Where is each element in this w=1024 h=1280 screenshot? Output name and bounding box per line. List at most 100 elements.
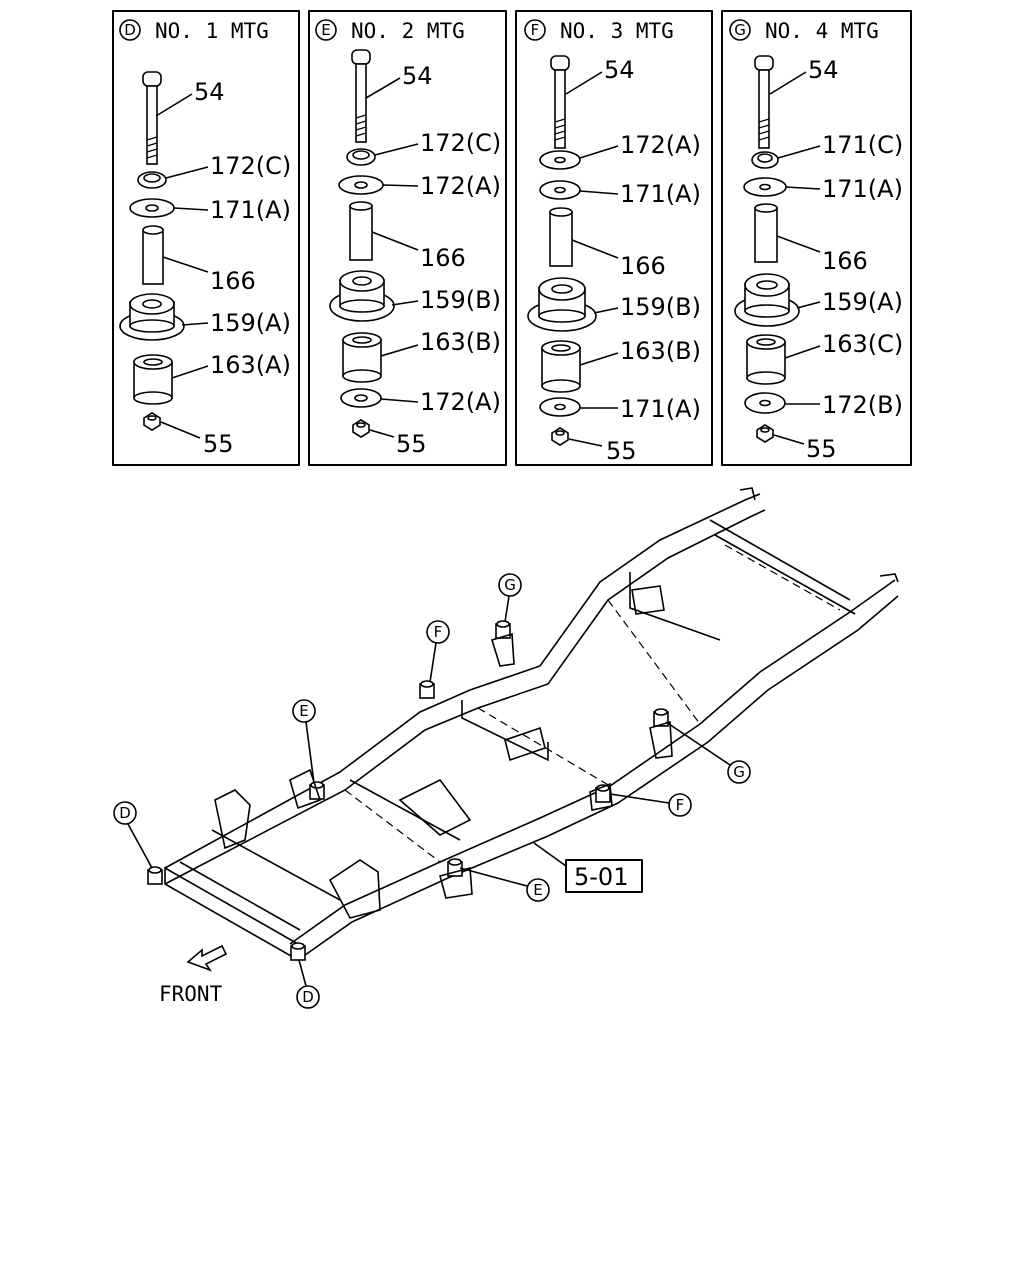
- part-label: 55: [396, 430, 427, 458]
- washer-part: [743, 177, 787, 197]
- callout-letter: D: [302, 988, 314, 1006]
- part-label: 172(A): [420, 172, 501, 200]
- part-label: 159(A): [210, 309, 291, 337]
- part-label: 172(A): [620, 131, 701, 159]
- callout-letter: F: [434, 623, 443, 641]
- part-label: 172(C): [210, 152, 291, 180]
- washer-part: [539, 150, 581, 170]
- cushion-part: [541, 340, 581, 393]
- washer-part: [751, 151, 779, 169]
- cushion-part: [734, 273, 800, 327]
- nut-part: [551, 427, 569, 446]
- sleeve-part: [349, 201, 373, 261]
- washer-part: [744, 392, 786, 414]
- front-label: FRONT: [159, 982, 223, 1006]
- part-label: 172(A): [420, 388, 501, 416]
- cushion-part: [119, 293, 185, 341]
- callout-circle-g: [727, 760, 751, 784]
- panel-no1-mtg: D NO. 1 MTG 54 172(C) 171(A) 166: [112, 10, 300, 466]
- reference-label: 5-01: [574, 863, 628, 891]
- panel-title: NO. 2 MTG: [351, 19, 465, 43]
- callout-circle-f: [668, 793, 692, 817]
- washer-part: [340, 388, 382, 408]
- sleeve-part: [754, 203, 778, 263]
- part-label: 54: [604, 56, 635, 84]
- callout-letter: G: [733, 763, 745, 781]
- washer-part: [338, 175, 384, 195]
- part-label: 171(A): [210, 196, 291, 224]
- panel-no4-mtg: G NO. 4 MTG 54 171(C) 171(A) 166: [721, 10, 912, 466]
- part-label: 163(B): [420, 328, 501, 356]
- part-label: 55: [806, 435, 837, 463]
- front-arrow-icon: [186, 944, 228, 972]
- part-label: 166: [210, 267, 256, 295]
- part-label: 163(B): [620, 337, 701, 365]
- cushion-part: [133, 354, 173, 405]
- callout-circle-e: [292, 699, 316, 723]
- sleeve-part: [142, 225, 164, 285]
- callout-circle-e: [315, 19, 337, 41]
- sleeve-part: [549, 207, 573, 267]
- part-label: 172(B): [822, 391, 903, 419]
- cushion-part: [527, 277, 597, 332]
- part-label: 171(C): [822, 131, 903, 159]
- callout-circle-g: [729, 19, 751, 41]
- washer-part: [137, 171, 167, 189]
- part-label: 54: [808, 56, 839, 84]
- washer-part: [346, 148, 376, 166]
- panel-letter: F: [531, 21, 540, 39]
- callout-letter: G: [504, 576, 516, 594]
- panel-letter: G: [734, 21, 746, 39]
- part-label: 171(A): [620, 180, 701, 208]
- part-label: 163(A): [210, 351, 291, 379]
- callout-circle-f: [426, 620, 450, 644]
- chassis-frame: [147, 487, 899, 962]
- panel-letter: E: [321, 21, 330, 39]
- part-label: 159(B): [420, 286, 501, 314]
- part-label: 54: [402, 62, 433, 90]
- callout-letter: D: [119, 804, 131, 822]
- bolt-part: [142, 71, 162, 165]
- part-label: 159(A): [822, 288, 903, 316]
- cushion-part: [329, 270, 395, 322]
- washer-part: [539, 180, 581, 200]
- washer-part: [129, 198, 175, 218]
- part-label: 166: [822, 247, 868, 275]
- nut-part: [143, 412, 161, 431]
- panel-title: NO. 3 MTG: [560, 19, 674, 43]
- nut-part: [352, 419, 370, 438]
- bolt-part: [754, 55, 774, 149]
- callout-letter: E: [533, 881, 542, 899]
- part-label: 54: [194, 78, 225, 106]
- part-label: 159(B): [620, 293, 701, 321]
- part-label: 166: [620, 252, 666, 280]
- nut-part: [756, 424, 774, 443]
- part-label: 163(C): [822, 330, 903, 358]
- bolt-part: [550, 55, 570, 149]
- part-label: 55: [606, 437, 637, 465]
- bolt-part: [351, 49, 371, 143]
- part-label: 172(C): [420, 129, 501, 157]
- frame-callouts: G F E D G F E D 5-01 FRONT: [113, 573, 751, 1009]
- part-label: 55: [203, 430, 234, 458]
- callout-circle-g: [498, 573, 522, 597]
- panel-no2-mtg: E NO. 2 MTG 54 172(C) 172(A) 166: [308, 10, 507, 466]
- callout-circle-f: [524, 19, 546, 41]
- panel-title: NO. 1 MTG: [155, 19, 269, 43]
- panel-title: NO. 4 MTG: [765, 19, 879, 43]
- reference-box: [565, 859, 643, 893]
- panel-no3-mtg: F NO. 3 MTG 54 172(A) 171(A) 166: [515, 10, 713, 466]
- part-label: 166: [420, 244, 466, 272]
- callout-circle-d: [119, 19, 141, 41]
- cushion-part: [342, 332, 382, 383]
- cushion-part: [746, 334, 786, 385]
- panel-letter: D: [124, 21, 136, 39]
- callout-letter: F: [676, 796, 685, 814]
- callout-circle-d: [296, 985, 320, 1009]
- part-label: 171(A): [822, 175, 903, 203]
- callout-circle-e: [526, 878, 550, 902]
- part-label: 171(A): [620, 395, 701, 423]
- washer-part: [539, 397, 581, 417]
- callout-circle-d: [113, 801, 137, 825]
